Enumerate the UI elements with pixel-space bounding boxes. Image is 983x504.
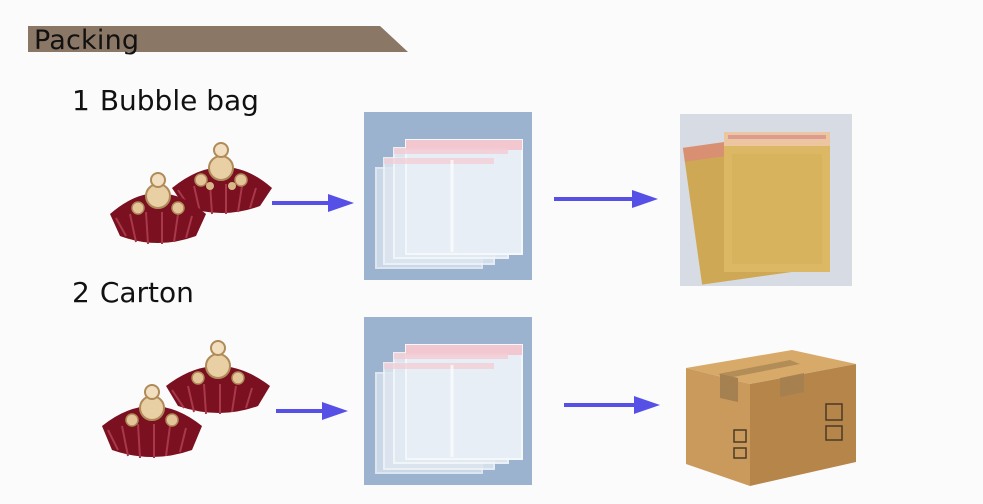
earrings-image (102, 340, 270, 459)
step-2-number: 2 (72, 276, 90, 309)
banner-shape (28, 26, 408, 52)
step-1-label: Bubble bag (99, 84, 259, 117)
opp-bags-image (364, 112, 532, 280)
arrow-right-icon (554, 190, 658, 208)
page-title: Packing (34, 25, 140, 56)
step-1-number: 1 (72, 84, 90, 117)
bubble-mailer-image (680, 114, 852, 286)
arrow-right-icon (272, 194, 354, 212)
step-2-title: 2 Carton (72, 276, 194, 309)
section-banner: Packing (28, 25, 408, 56)
arrow-right-icon (564, 396, 660, 414)
arrow-right-icon (276, 402, 348, 420)
carton-box-image (686, 350, 856, 486)
earrings-image (110, 142, 272, 245)
step-2-label: Carton (99, 276, 194, 309)
opp-bags-image (364, 317, 532, 485)
step-1-title: 1 Bubble bag (72, 84, 259, 117)
